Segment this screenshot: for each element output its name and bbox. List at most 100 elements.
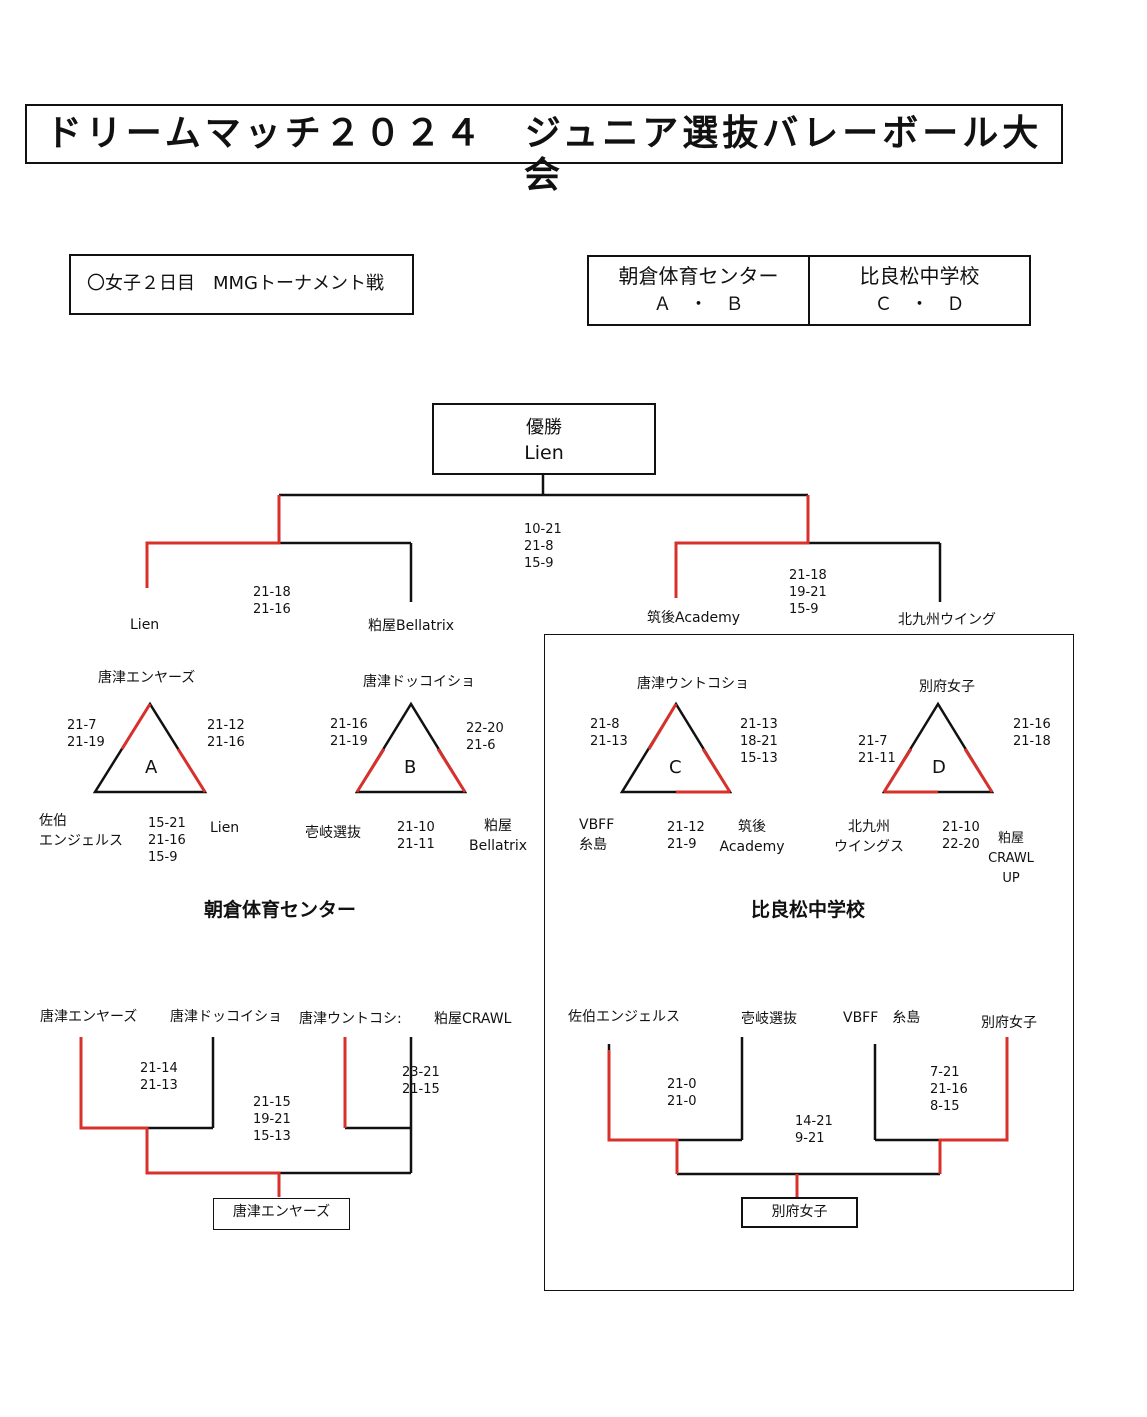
- team-line: 糸島: [579, 837, 607, 853]
- group-c-bottom-left-team: VBFF 糸島: [579, 815, 614, 855]
- team-line: 粕屋: [997, 831, 1024, 846]
- score-line: 21-16: [253, 602, 291, 617]
- team-line: Bellatrix: [469, 838, 527, 854]
- venue-cell-2: 比良松中学校 Ｃ ・ Ｄ: [808, 257, 1029, 324]
- score-line: 21-7: [67, 718, 97, 733]
- score-line: 22-20: [466, 721, 504, 736]
- score-line: 21-13: [140, 1078, 178, 1093]
- score-line: 23-21: [402, 1065, 440, 1080]
- venue-courts: Ｃ ・ Ｄ: [874, 294, 965, 315]
- group-d-bottom-score: 21-10 22-20: [942, 819, 980, 853]
- page-title: ドリームマッチ２０２４ ジュニア選抜バレーボール大会: [45, 113, 1043, 196]
- score-line: 21-10: [942, 820, 980, 835]
- subtitle-box: 〇女子２日目 MMGトーナメント戦: [69, 254, 414, 315]
- score-line: 21-16: [330, 717, 368, 732]
- consolation-left-team-1: 唐津エンヤーズ: [40, 1009, 138, 1025]
- venue-name: 朝倉体育センター: [618, 264, 779, 288]
- team-line: Academy: [719, 839, 785, 855]
- score-line: 18-21: [740, 734, 778, 749]
- score-line: 9-21: [795, 1131, 825, 1146]
- score-line: 21-18: [789, 568, 827, 583]
- group-b-bottom-right-team: 粕屋 Bellatrix: [468, 816, 528, 856]
- score-line: 15-9: [148, 850, 178, 865]
- semi-team: Lien: [130, 617, 160, 633]
- venue-table: 朝倉体育センター Ａ ・ Ｂ 比良松中学校 Ｃ ・ Ｄ: [587, 255, 1031, 326]
- consolation-right-team-3: VBFF 糸島: [843, 1010, 921, 1026]
- score-line: 21-0: [667, 1077, 697, 1092]
- group-a-left-score: 21-7 21-19: [67, 717, 105, 751]
- score-line: 21-16: [930, 1082, 968, 1097]
- score-line: 21-0: [667, 1094, 697, 1109]
- score-line: 21-10: [397, 820, 435, 835]
- consolation-right-winner: 別府女子: [741, 1197, 858, 1228]
- group-a-right-score: 21-12 21-16: [207, 717, 245, 751]
- group-a-letter: A: [145, 757, 158, 778]
- score-line: 15-9: [524, 556, 554, 571]
- consolation-right-score-2: 7-21 21-16 8-15: [930, 1064, 968, 1115]
- score-line: 21-13: [590, 734, 628, 749]
- group-b-right-score: 22-20 21-6: [466, 720, 504, 754]
- group-d-bottom-right-team: 粕屋 CRAWL UP: [985, 829, 1037, 889]
- score-line: 21-18: [1013, 734, 1051, 749]
- semi-team: 粕屋Bellatrix: [368, 618, 454, 634]
- semi-team: 筑後Academy: [647, 610, 741, 626]
- venue-name: 比良松中学校: [859, 264, 980, 288]
- group-a-top-team: 唐津エンヤーズ: [98, 670, 196, 686]
- group-d-top-team: 別府女子: [919, 679, 975, 695]
- consolation-right-score-final: 14-21 9-21: [795, 1113, 833, 1147]
- group-c-left-score: 21-8 21-13: [590, 716, 628, 750]
- score-line: 21-19: [67, 735, 105, 750]
- team-line: 粕屋: [484, 818, 512, 834]
- consolation-left-score-2: 23-21 21-15: [402, 1064, 440, 1098]
- consolation-left-team-4: 粕屋CRAWL: [434, 1011, 512, 1027]
- score-line: 21-6: [466, 738, 496, 753]
- page-subtitle: 〇女子２日目 MMGトーナメント戦: [87, 273, 385, 294]
- score-line: 10-21: [524, 522, 562, 537]
- score-line: 21-16: [148, 833, 186, 848]
- score-line: 22-20: [942, 837, 980, 852]
- team-line: エンジェルス: [39, 833, 123, 849]
- group-d-bottom-left-team: 北九州 ウイングス: [829, 817, 909, 857]
- score-line: 15-9: [789, 602, 819, 617]
- score-line: 21-16: [1013, 717, 1051, 732]
- group-d-left-score: 21-7 21-11: [858, 733, 896, 767]
- score-line: 14-21: [795, 1114, 833, 1129]
- score-line: 21-7: [858, 734, 888, 749]
- final-score: 10-21 21-8 15-9: [524, 521, 562, 572]
- consolation-right-team-4: 別府女子: [981, 1015, 1037, 1031]
- score-line: 21-19: [330, 734, 368, 749]
- group-a-bottom-left-team: 佐伯 エンジェルス: [39, 811, 123, 851]
- group-c-bottom-right-team: 筑後 Academy: [719, 817, 785, 857]
- score-line: 7-21: [930, 1065, 960, 1080]
- group-b-left-score: 21-16 21-19: [330, 716, 368, 750]
- champion-box: 優勝 Lien: [432, 403, 656, 475]
- score-line: 21-13: [740, 717, 778, 732]
- score-line: 21-11: [858, 751, 896, 766]
- venue-cell-1: 朝倉体育センター Ａ ・ Ｂ: [589, 257, 808, 324]
- score-line: 21-12: [207, 718, 245, 733]
- semi-left-score: 21-18 21-16: [253, 584, 291, 618]
- group-b-bottom-score: 21-10 21-11: [397, 819, 435, 853]
- score-line: 21-9: [667, 837, 697, 852]
- score-line: 21-14: [140, 1061, 178, 1076]
- group-b-bottom-left-team: 壱岐選抜: [305, 825, 361, 841]
- score-line: 19-21: [253, 1112, 291, 1127]
- champion-team: Lien: [524, 442, 564, 464]
- group-c-bottom-score: 21-12 21-9: [667, 819, 705, 853]
- consolation-left-team-3: 唐津ウントコシ:: [299, 1011, 402, 1027]
- team-line: ウイングス: [834, 839, 904, 855]
- right-venue-frame: [544, 634, 1074, 1291]
- group-c-top-team: 唐津ウントコショ: [637, 676, 749, 692]
- consolation-right-team-2: 壱岐選抜: [741, 1011, 797, 1027]
- team-line: UP: [1002, 871, 1020, 886]
- champion-label: 優勝: [526, 417, 562, 438]
- team-line: 佐伯: [39, 813, 67, 829]
- team-line: VBFF: [579, 817, 615, 833]
- score-line: 21-15: [402, 1082, 440, 1097]
- score-line: 21-8: [524, 539, 554, 554]
- score-line: 21-16: [207, 735, 245, 750]
- consolation-left-score-1: 21-14 21-13: [140, 1060, 178, 1094]
- score-line: 19-21: [789, 585, 827, 600]
- group-a-bottom-score: 15-21 21-16 15-9: [148, 815, 186, 866]
- venue-heading-left: 朝倉体育センター: [204, 899, 357, 921]
